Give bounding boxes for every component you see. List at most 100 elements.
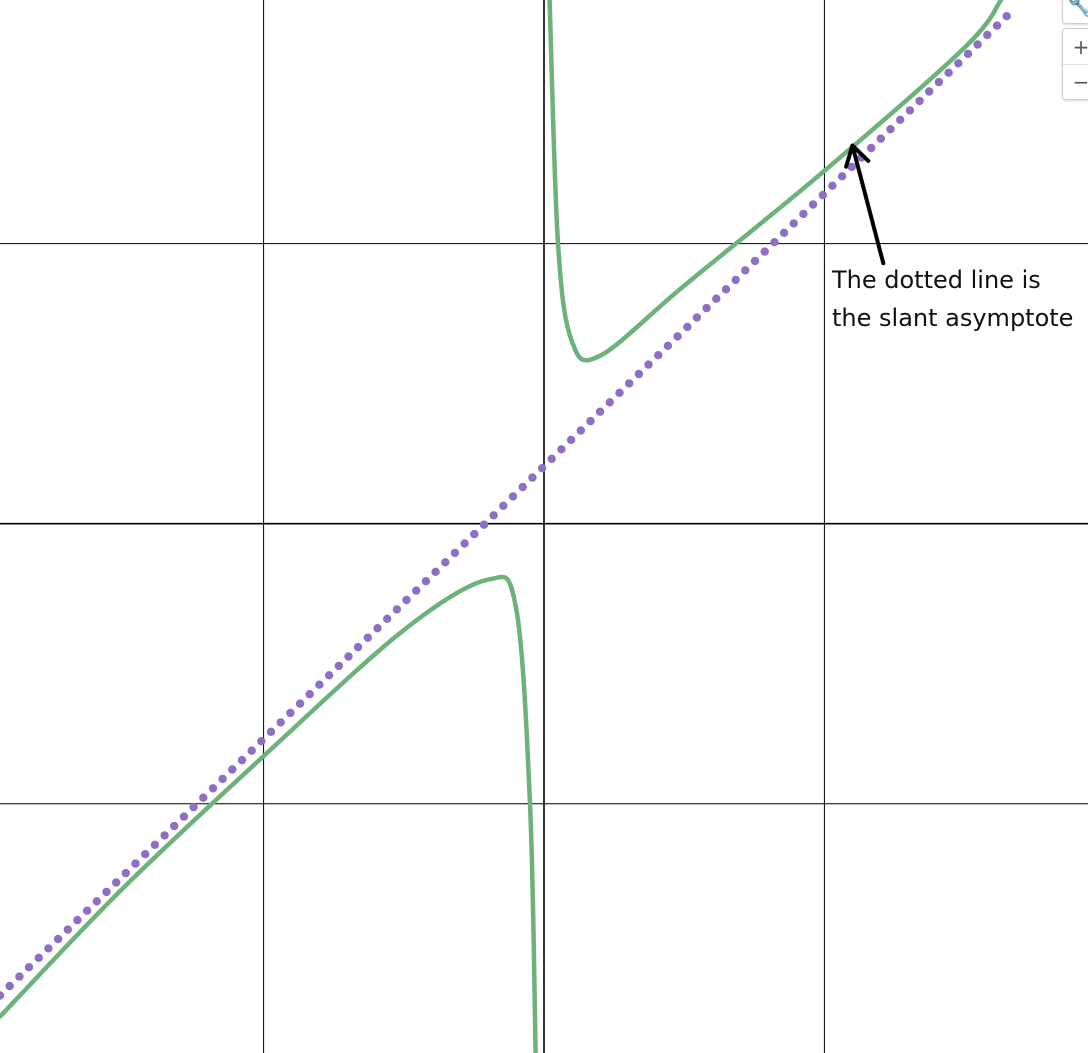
asymptote-dot [470,529,479,539]
asymptote-dot [208,784,218,793]
asymptote-dot [421,577,431,586]
asymptote-dot [799,209,808,219]
asymptote-dot [237,755,247,765]
asymptote-dot [741,266,750,275]
zoom-in-button[interactable]: + [1063,29,1088,64]
annotation: The dotted line is the slant asymptote [831,143,1073,332]
asymptote-dot [537,464,547,473]
asymptote-dot [150,840,160,849]
asymptote-dot [73,915,82,925]
asymptote-dot [828,181,837,190]
asymptote-dot [102,887,111,897]
asymptote-dot [460,539,469,548]
asymptote-dot [295,699,305,708]
asymptote-dot [112,878,121,887]
asymptote-dot [867,143,876,153]
asymptote-dot [363,633,372,642]
asymptote-dot [508,492,518,501]
graph-controls: 🔧 + − [1062,0,1088,100]
asymptote-dot [0,991,5,1000]
asymptote-dot [189,802,198,812]
asymptote-dot [324,671,334,680]
zoom-button-group: + − [1062,28,1088,100]
asymptote-dot [383,614,392,623]
asymptote-dot [586,416,595,426]
wrench-icon: 🔧 [1067,0,1088,18]
asymptote-dot [170,821,179,831]
asymptote-dot [847,162,856,172]
asymptote-dot [228,765,237,774]
asymptote-dot [218,774,227,784]
asymptote-dot [654,351,663,360]
asymptote-dot [44,944,53,953]
asymptote-dot [992,21,1002,30]
asymptote-dot [576,426,585,435]
asymptote-dot [276,718,285,727]
asymptote-dot [92,897,102,906]
asymptote-dot [518,482,527,492]
asymptote-dot [973,40,982,49]
asymptote-dot [566,435,576,445]
asymptote-dot [121,868,130,878]
asymptote-dot [53,934,63,944]
asymptote-dot [179,812,189,821]
asymptote-dot [557,445,566,454]
asymptote-dot [692,313,702,322]
asymptote-dot [625,379,634,388]
asymptote-dot [683,322,692,332]
asymptote-dot [479,520,489,529]
asymptote-dot [779,228,789,237]
asymptote-dot [789,219,798,228]
asymptote-dot [247,746,256,755]
asymptote-dot [702,303,711,313]
asymptote-dot [528,473,537,482]
asymptote-dot [896,115,905,125]
asymptote-dot [721,285,731,294]
annotation-text-line-1: The dotted line is [831,266,1041,294]
asymptote-dot [634,369,644,379]
annotation-text-line-2: the slant asymptote [832,304,1073,332]
asymptote-dot [615,388,624,397]
asymptote-dot [141,850,150,859]
asymptote-dot [63,925,72,934]
asymptote-dot [760,247,769,256]
asymptote-dot [441,558,450,567]
asymptote-dot [5,981,14,991]
asymptote-dot [934,77,944,87]
asymptote-dot [82,906,92,915]
asymptote-dot [15,972,24,981]
asymptote-dot [257,737,266,746]
asymptote-dot [286,708,295,718]
asymptote-dot [489,511,498,520]
asymptote-dot [373,624,382,633]
asymptote-dot [334,661,343,671]
asymptote-dot [305,690,314,699]
asymptote-dot [344,652,353,661]
asymptote-dot [663,341,673,350]
annotation-arrow-head [844,143,871,169]
asymptote-dot [605,398,614,407]
asymptote-dot [412,586,421,595]
asymptote-dot [712,294,721,303]
asymptote-dot [731,275,740,285]
asymptote-dot [876,134,885,143]
asymptote-dot [925,87,934,96]
asymptote-dot [905,106,915,115]
asymptote-dot [915,96,924,106]
asymptote-dot [34,953,43,962]
asymptote-dot [499,501,508,510]
settings-button[interactable]: 🔧 [1062,0,1088,24]
asymptote-dot [983,30,992,40]
asymptote-dot [199,793,208,802]
asymptote-dot [595,407,605,416]
asymptote-dot [353,642,363,652]
curve-branch-left [0,574,538,1053]
asymptote-dot [402,595,411,605]
asymptote-dot [547,454,556,463]
asymptote-dot [24,963,34,972]
slant-asymptote [0,12,1011,1000]
asymptote-dot [837,172,847,181]
zoom-out-button[interactable]: − [1063,64,1088,99]
